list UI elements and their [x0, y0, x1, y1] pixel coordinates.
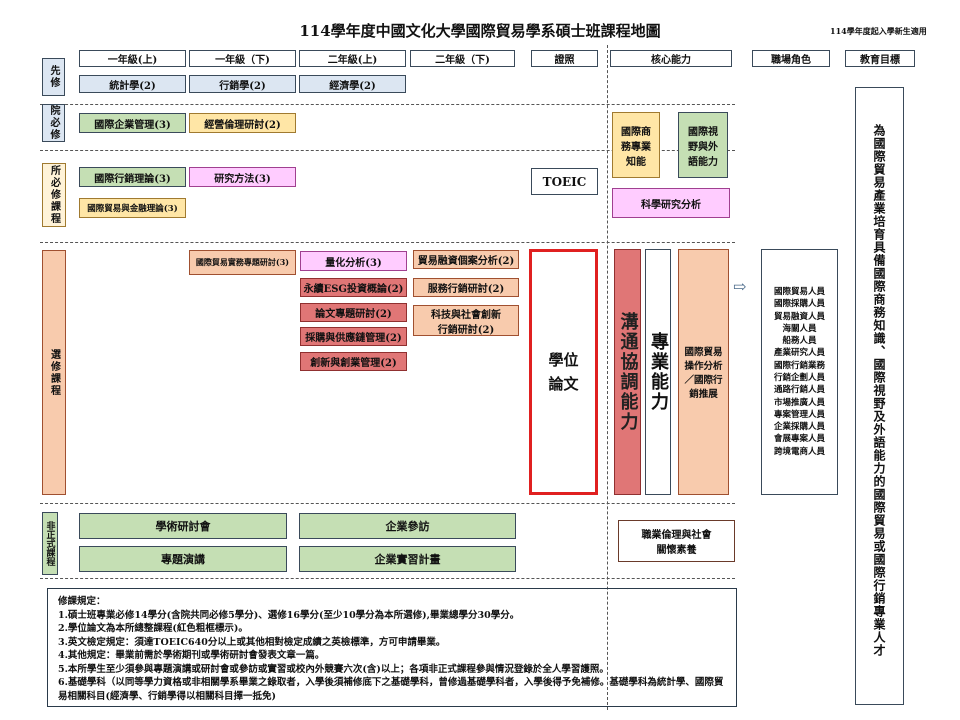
role: 企業採購人員	[773, 422, 825, 433]
header-y1-fall: 一年級(上)	[79, 50, 186, 67]
role: 國際貿易人員	[773, 286, 825, 297]
divider	[40, 242, 735, 243]
course: 論文專題研討(2)	[300, 303, 407, 322]
rule: 6.基礎學科（以同等學力資格或非相關學系畢業之錄取者，入學後須補修底下之基礎學科…	[58, 677, 724, 702]
rule: 4.其他規定：畢業前需於學術期刊或學術研討會發表文章一篇。	[58, 650, 325, 661]
role: 專案管理人員	[773, 409, 825, 420]
course: 研究方法(3)	[189, 167, 296, 187]
role: 國際行銷業務	[773, 360, 825, 371]
role: 船務人員	[782, 336, 817, 347]
header-roles: 職場角色	[752, 50, 830, 67]
role: 行銷企劃人員	[773, 373, 825, 383]
course: 統計學(2)	[79, 75, 186, 93]
header-goal: 教育目標	[845, 50, 915, 67]
course: 永續ESG投資概論(2)	[300, 278, 407, 297]
course: 國際貿易實務專題研討(3)	[189, 250, 296, 275]
course: 國際行銷理論(3)	[79, 167, 186, 187]
informal-activity: 專題演講	[79, 546, 287, 572]
rule: 2.學位論文為本所總整課程(紅色粗框標示)。	[58, 623, 248, 634]
header-y2-fall: 二年級(上)	[299, 50, 406, 67]
role: 產業研究人員	[773, 348, 825, 359]
rule: 3.英文檢定規定：須達TOEIC640分以上或其他相對檢定成績之英檢標準，方可申…	[58, 636, 446, 648]
row-label-college: 院必修	[42, 104, 65, 142]
divider	[40, 104, 735, 105]
rule: 5.本所學生至少須參與專題演講或研討會或參訪或實習或校內外競賽六次(含)以上；各…	[58, 663, 609, 675]
divider	[40, 578, 735, 579]
divider	[40, 503, 735, 504]
core-competency: 國際貿易操作分析／國際行銷推展	[678, 249, 729, 495]
applicability-note: 114學年度起入學新生適用	[830, 26, 927, 36]
role: 貿易融資人員	[773, 311, 825, 322]
header-certificate: 證照	[531, 50, 598, 67]
rules-heading: 修課規定：	[58, 596, 106, 607]
core-competency: 溝通協調能力	[614, 249, 641, 495]
course-rules: 修課規定： 1.碩士班專業必修14學分(含院共同必修5學分)、選修16學分(至少…	[47, 588, 737, 707]
course: 科技與社會創新行銷研討(2)	[413, 305, 519, 336]
informal-activity: 企業實習計畫	[299, 546, 516, 572]
role: 市場推廣人員	[773, 397, 825, 408]
core-competency: 科學研究分析	[612, 188, 730, 218]
course: 國際貿易與金融理論(3)	[79, 198, 186, 218]
thesis-capstone: 學位論文	[529, 249, 598, 495]
row-label-dept: 所必修課程	[42, 163, 66, 227]
course: 行銷學(2)	[189, 75, 296, 93]
divider	[607, 45, 608, 710]
arrow-right-icon: ⇨	[733, 277, 747, 296]
role: 國際採購人員	[773, 299, 825, 310]
course: 採購與供應鏈管理(2)	[300, 327, 407, 346]
informal-activity: 學術研討會	[79, 513, 287, 539]
role: 跨境電商人員	[773, 446, 825, 457]
core-competency: 國際商務專業知能	[612, 112, 660, 178]
page-title: 114學年度中國文化大學國際貿易學系碩士班課程地圖	[299, 22, 661, 40]
row-label-prereq: 先修	[42, 58, 65, 96]
course: 經營倫理研討(2)	[189, 113, 296, 133]
row-label-informal: 非正式課程	[42, 512, 58, 575]
informal-activity: 企業參訪	[299, 513, 516, 539]
role: 海關人員	[782, 323, 817, 334]
core-competency: 專業能力	[645, 249, 671, 495]
course: 國際企業管理(3)	[79, 113, 186, 133]
row-label-elective: 選修課程	[42, 250, 66, 495]
header-core: 核心能力	[610, 50, 732, 67]
course: 經濟學(2)	[299, 75, 406, 93]
education-goal: 為國際貿易產業培育具備國際商務知識、國際視野及外語能力的國際貿易或國際行銷專業人…	[855, 87, 904, 705]
course: 創新與創業管理(2)	[300, 352, 407, 371]
rule: 1.碩士班專業必修14學分(含院共同必修5學分)、選修16學分(至少10學分為本…	[58, 609, 520, 621]
role: 通路行銷人員	[773, 385, 825, 396]
course: 服務行銷研討(2)	[413, 278, 519, 297]
certificate-toeic: TOEIC	[531, 168, 598, 195]
core-competency: 職業倫理與社會關懷素養	[618, 520, 735, 562]
role: 會展專案人員	[773, 434, 825, 445]
course: 貿易融資個案分析(2)	[413, 250, 519, 269]
core-competency: 國際視野與外語能力	[678, 112, 728, 178]
career-roles-list: 國際貿易人員國際採購人員貿易融資人員海關人員船務人員產業研究人員國際行銷業務行銷…	[761, 249, 838, 495]
header-y2-spring: 二年級（下)	[410, 50, 515, 67]
header-y1-spring: 一年級（下)	[189, 50, 296, 67]
divider	[40, 150, 735, 151]
course: 量化分析(3)	[300, 251, 407, 271]
